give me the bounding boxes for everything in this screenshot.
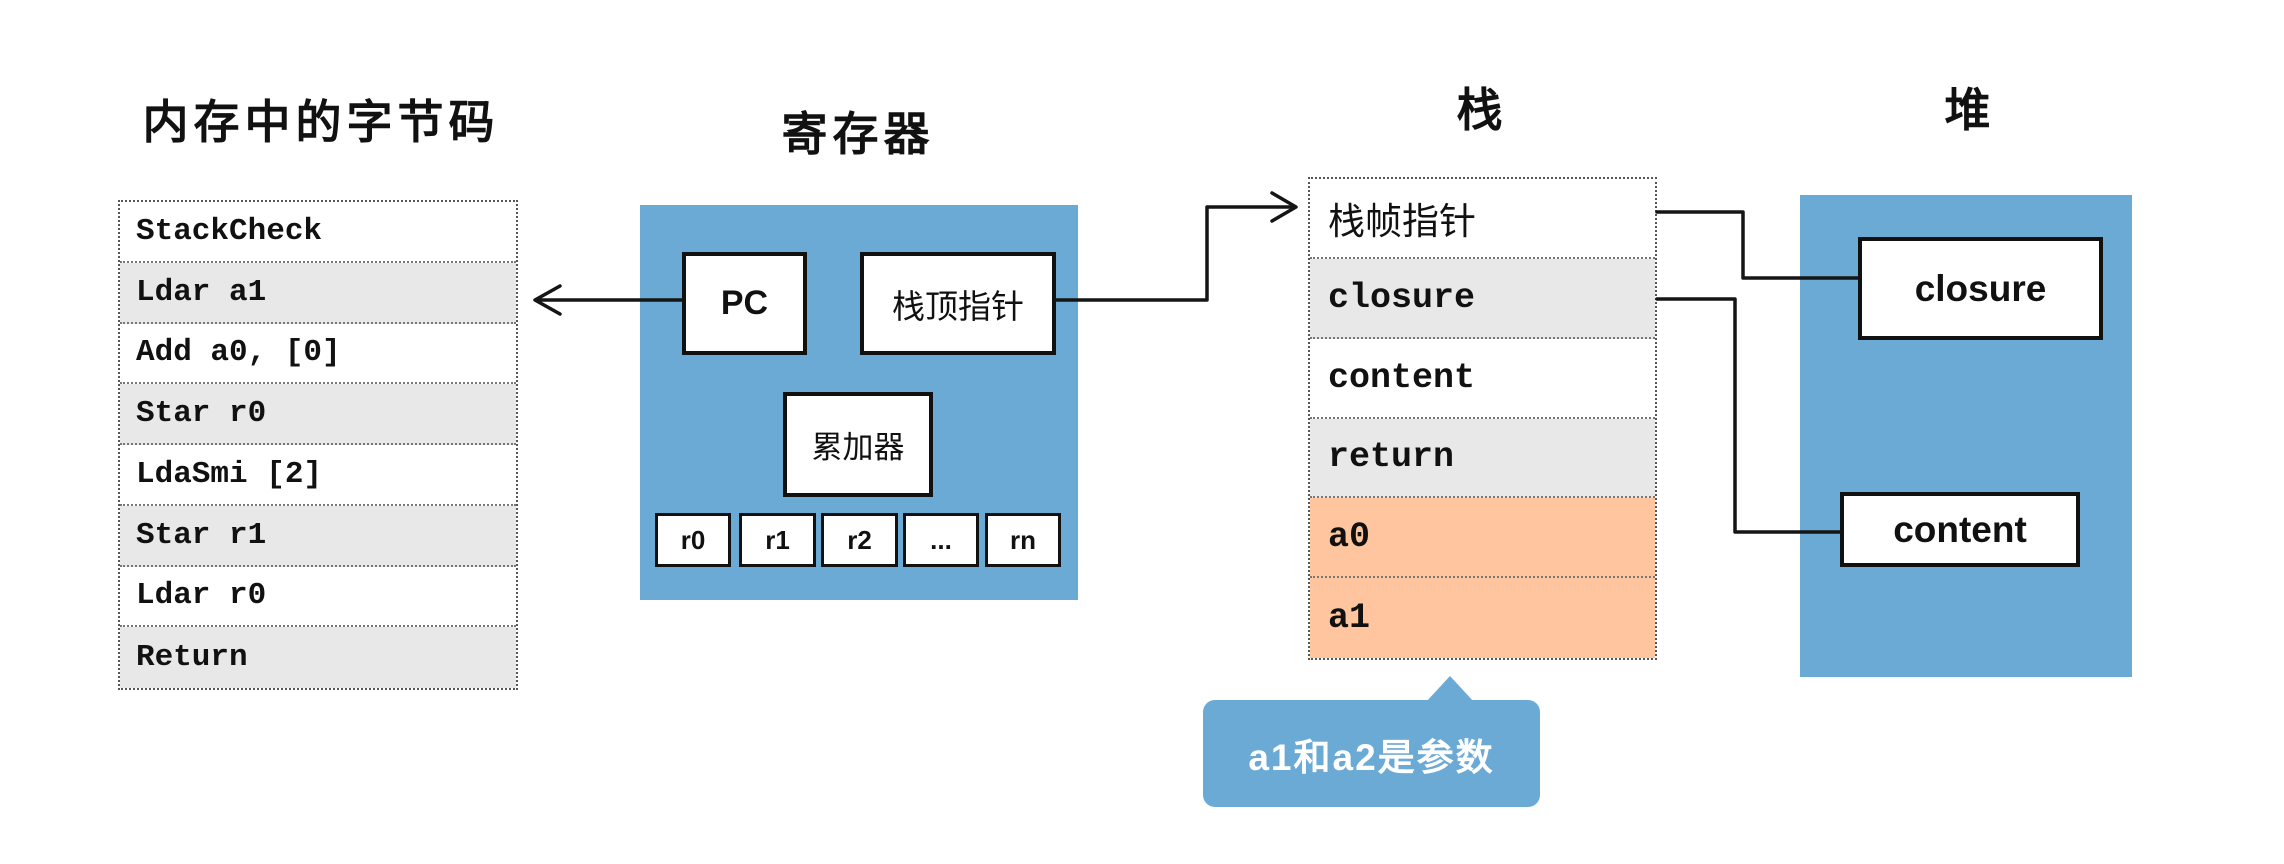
- parameters-callout-text: a1和a2是参数: [1248, 736, 1495, 778]
- bytecode-row-add: Add a0, [0]: [120, 323, 516, 385]
- bytecode-row-ldar-a1: Ldar a1: [120, 262, 516, 324]
- registers-section-title: 寄存器: [781, 108, 935, 160]
- callout-pointer-triangle: [1426, 676, 1474, 702]
- stack-top-pointer-box: 栈顶指针: [860, 252, 1056, 355]
- stack-top-pointer-label: 栈顶指针: [892, 289, 1024, 326]
- general-register-r2: r2: [821, 513, 898, 567]
- stack-row-return: return: [1310, 418, 1655, 499]
- stack-row-closure: closure: [1310, 258, 1655, 339]
- general-register-r0: r0: [655, 513, 731, 567]
- accumulator-box: 累加器: [783, 392, 933, 497]
- pc-register-box: PC: [682, 252, 807, 355]
- stack-row-content: content: [1310, 338, 1655, 419]
- bytecode-section-title: 内存中的字节码: [142, 96, 500, 148]
- heap-section-title: 堆: [1944, 84, 1996, 136]
- pc-register-label: PC: [720, 284, 769, 322]
- accumulator-label: 累加器: [811, 430, 905, 465]
- stack-row-frame-pointer: 栈帧指针: [1310, 179, 1655, 259]
- stack-section-title: 栈: [1456, 84, 1508, 136]
- parameters-callout: a1和a2是参数: [1203, 700, 1540, 807]
- stack-top-pointer-arrow: [1053, 205, 1294, 302]
- heap-content-box: content: [1840, 492, 2080, 567]
- bytecode-row-stackcheck: StackCheck: [120, 202, 516, 263]
- general-register-rn: rn: [985, 513, 1061, 567]
- pc-to-bytecode-arrowhead: [533, 284, 562, 316]
- bytecode-row-star-r1: Star r1: [120, 505, 516, 567]
- stack-table: 栈帧指针 closure content return a0 a1: [1308, 177, 1657, 660]
- bytecode-row-return: Return: [120, 627, 516, 688]
- stack-row-a0: a0: [1310, 498, 1655, 579]
- bytecode-row-ldar-r0: Ldar r0: [120, 566, 516, 628]
- stack-row-a1: a1: [1310, 578, 1655, 658]
- heap-content-label: content: [1893, 508, 2027, 550]
- stack-top-pointer-arrowhead: [1270, 191, 1298, 223]
- bytecode-table: StackCheck Ldar a1 Add a0, [0] Star r0 L…: [118, 200, 518, 690]
- heap-closure-label: closure: [1914, 267, 2047, 309]
- bytecode-row-star-r0: Star r0: [120, 384, 516, 445]
- heap-closure-box: closure: [1858, 237, 2103, 340]
- bytecode-row-ldasmi: LdaSmi [2]: [120, 445, 516, 506]
- general-register-r1: r1: [739, 513, 816, 567]
- general-register-ellipsis: ...: [903, 513, 979, 567]
